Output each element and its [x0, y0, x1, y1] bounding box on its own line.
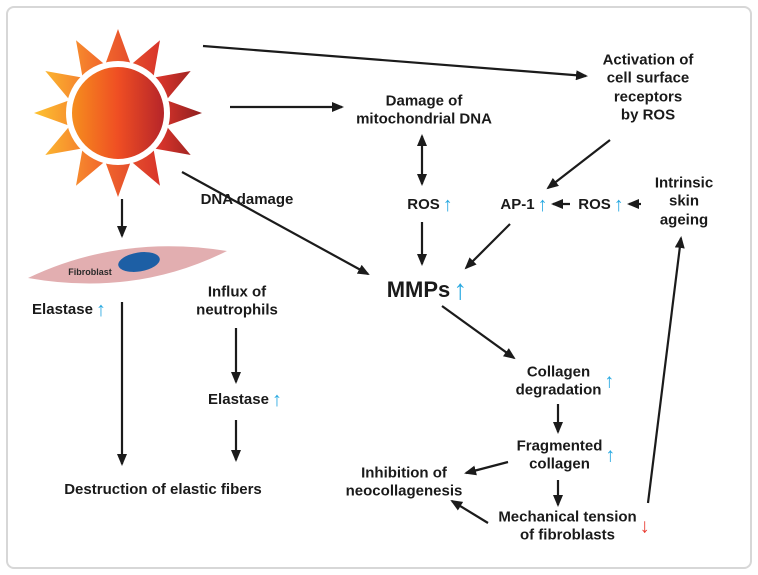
up-arrow-icon: ↑ — [613, 194, 624, 216]
arrow-sun-to-mmps — [181, 171, 370, 275]
node-mmps-label: MMPs — [386, 276, 451, 302]
node-elastase-left: Elastase ↑ — [32, 300, 106, 320]
up-arrow-icon: ↑ — [605, 445, 616, 467]
arrow-mmps-to-collagen-degradation — [441, 305, 516, 360]
node-fibroblast-label: Fibroblast — [68, 267, 112, 277]
arrow-sun-to-activation — [202, 44, 588, 81]
node-mechanical-tension: Mechanical tension of fibroblasts ↓ — [498, 509, 649, 546]
arrow-fragmented-to-inhibition — [464, 460, 509, 476]
node-influx-neutrophils: Influx of neutrophils — [196, 283, 278, 319]
node-ros-right: ROS ↑ — [578, 195, 624, 215]
node-ap1: AP-1 ↑ — [500, 195, 547, 215]
node-intrinsic-skin-ageing: Intrinsic skin ageing — [654, 174, 714, 229]
sun-icon — [34, 29, 202, 197]
node-fragmented-collagen: Fragmented collagen ↑ — [517, 438, 616, 475]
cell-nucleus — [118, 252, 160, 272]
arrow-mechanical-to-intrinsic — [646, 236, 685, 504]
node-ap1-label: AP-1 — [500, 195, 535, 213]
up-arrow-icon: ↑ — [604, 371, 615, 393]
node-ros-center: ROS ↑ — [407, 195, 453, 215]
up-arrow-icon: ↑ — [95, 299, 106, 321]
arrow-ap1-to-mmps — [464, 223, 511, 270]
node-ros-right-label: ROS — [578, 195, 611, 213]
up-arrow-icon: ↑ — [453, 274, 468, 305]
node-fragmented-collagen-label: Fragmented collagen — [516, 437, 603, 473]
node-ros-center-label: ROS — [407, 195, 440, 213]
node-collagen-degradation-label: Collagen degradation — [515, 363, 602, 399]
node-mechanical-tension-label: Mechanical tension of fibroblasts — [498, 508, 637, 544]
fibroblast-cell-illustration — [28, 246, 227, 284]
node-elastase-left-label: Elastase — [32, 300, 93, 318]
arrow-activation-to-ap1 — [546, 139, 611, 190]
node-mmps: MMPs ↑ — [387, 276, 468, 304]
down-arrow-icon: ↓ — [639, 516, 650, 538]
node-dna-damage: DNA damage — [200, 190, 294, 208]
node-elastase-mid-label: Elastase — [208, 390, 269, 408]
node-collagen-degradation: Collagen degradation ↑ — [516, 364, 615, 401]
up-arrow-icon: ↑ — [271, 389, 282, 411]
node-inhibition-neocollagenesis: Inhibition of neocollagenesis — [345, 464, 463, 500]
arrow-mechanical-to-inhibition — [450, 499, 489, 524]
node-activation: Activation of cell surface receptors by … — [602, 51, 694, 124]
sun-core — [66, 61, 170, 165]
up-arrow-icon: ↑ — [537, 194, 548, 216]
node-elastase-mid: Elastase ↑ — [208, 390, 282, 410]
up-arrow-icon: ↑ — [442, 194, 453, 216]
connector-arrows — [117, 44, 685, 524]
node-destruction-elastic-fibers: Destruction of elastic fibers — [64, 480, 262, 498]
node-mitochondrial-dna: Damage of mitochondrial DNA — [356, 92, 492, 128]
